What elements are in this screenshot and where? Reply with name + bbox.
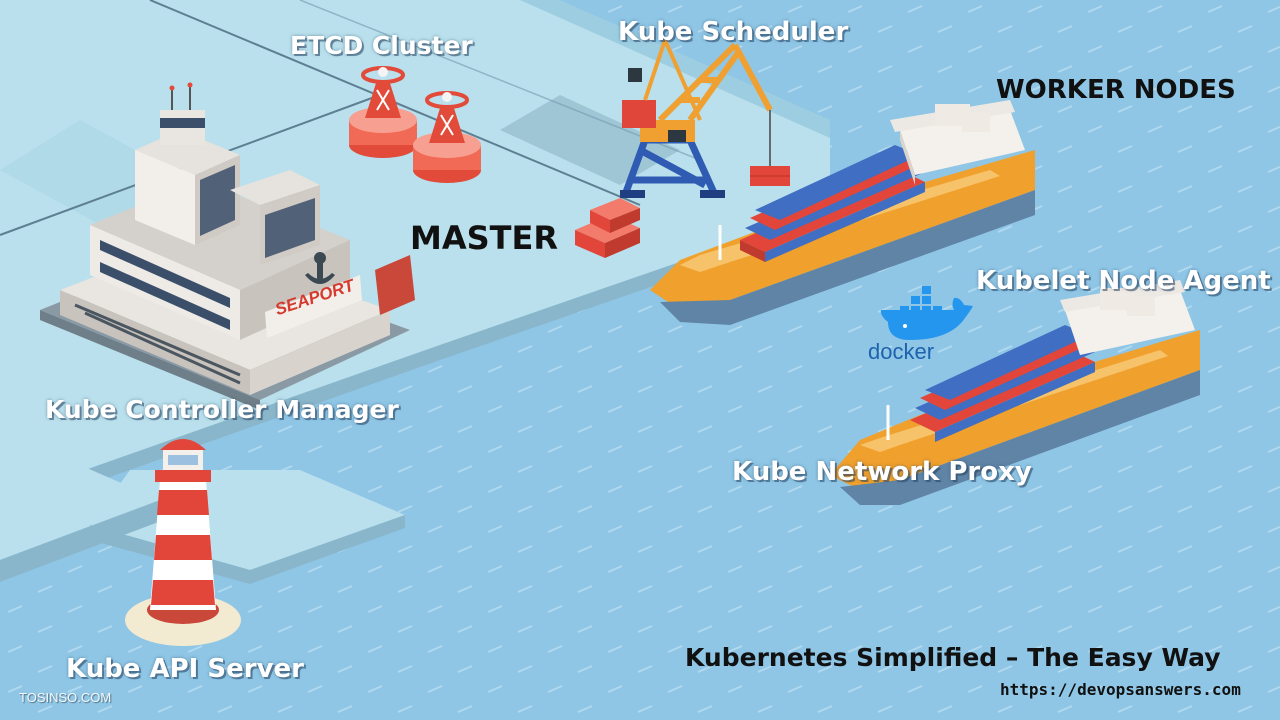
docker-whale-icon bbox=[880, 286, 973, 340]
docker-wordmark: docker bbox=[868, 339, 935, 364]
ship-2-containers bbox=[910, 325, 1095, 442]
label-master: MASTER bbox=[410, 219, 558, 257]
label-kube-network-proxy: Kube Network Proxy bbox=[732, 457, 1032, 487]
footer-title: Kubernetes Simplified – The Easy Way bbox=[685, 643, 1221, 672]
crane bbox=[500, 39, 790, 198]
pier-containers bbox=[575, 198, 640, 258]
anchor-icon bbox=[305, 252, 335, 284]
label-kube-scheduler: Kube Scheduler bbox=[618, 17, 849, 47]
lighthouse bbox=[125, 439, 241, 646]
ship-1-containers bbox=[740, 145, 925, 262]
watermark: TOSINSO.COM bbox=[19, 690, 112, 705]
label-worker-nodes: WORKER NODES bbox=[996, 75, 1236, 105]
ship-2 bbox=[830, 280, 1200, 505]
label-kubelet-node-agent: Kubelet Node Agent bbox=[976, 266, 1271, 296]
label-etcd-cluster: ETCD Cluster bbox=[290, 31, 473, 60]
footer-url: https://devopsanswers.com bbox=[1000, 680, 1241, 699]
label-kube-controller-manager: Kube Controller Manager bbox=[45, 395, 399, 424]
ship-1 bbox=[650, 100, 1035, 325]
label-kube-api-server: Kube API Server bbox=[66, 654, 304, 684]
etcd-buoys bbox=[349, 66, 481, 183]
seaport-building bbox=[40, 82, 415, 410]
